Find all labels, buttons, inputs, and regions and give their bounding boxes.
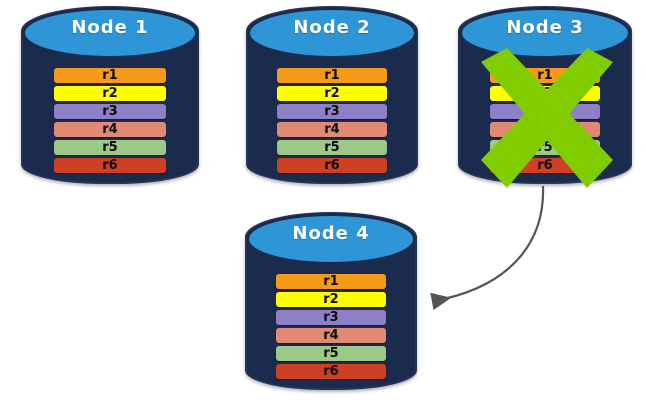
node-4-row-r5[interactable]: r5 — [276, 346, 386, 361]
node-1-row-r5[interactable]: r5 — [54, 140, 166, 155]
node-1-row-r2[interactable]: r2 — [54, 86, 166, 101]
node-4-cylinder[interactable]: Node 4 r1 r2 r3 r4 r5 r6 — [245, 212, 417, 390]
node-3-row-r5[interactable]: r5 — [490, 140, 600, 155]
node-1-row-r6[interactable]: r6 — [54, 158, 166, 173]
node-3-row-r3[interactable]: r3 — [490, 104, 600, 119]
node-2-row-r2[interactable]: r2 — [277, 86, 387, 101]
node-3-rows: r1 r2 r3 r4 r5 r6 — [458, 68, 632, 176]
node-4-row-r3[interactable]: r3 — [276, 310, 386, 325]
node-2-row-r5[interactable]: r5 — [277, 140, 387, 155]
node-2-rows: r1 r2 r3 r4 r5 r6 — [246, 68, 418, 176]
node-4-row-r1[interactable]: r1 — [276, 274, 386, 289]
node-2-row-r4[interactable]: r4 — [277, 122, 387, 137]
node-1-label: Node 1 — [71, 17, 149, 38]
node-1-row-r3[interactable]: r3 — [54, 104, 166, 119]
node-4-rows: r1 r2 r3 r4 r5 r6 — [245, 274, 417, 382]
node-3-row-r1[interactable]: r1 — [490, 68, 600, 83]
node-2-row-r1[interactable]: r1 — [277, 68, 387, 83]
node-3-row-r6[interactable]: r6 — [490, 158, 600, 173]
node-4-row-r6[interactable]: r6 — [276, 364, 386, 379]
node-3-cylinder[interactable]: Node 3 r1 r2 r3 r4 r5 r6 — [458, 6, 632, 184]
node-4-row-r2[interactable]: r2 — [276, 292, 386, 307]
node-2-row-r3[interactable]: r3 — [277, 104, 387, 119]
node-4-lid — [246, 213, 416, 265]
node-3-label: Node 3 — [506, 17, 584, 38]
node-1-cylinder[interactable]: Node 1 r1 r2 r3 r4 r5 r6 — [21, 6, 199, 184]
node-1-row-r4[interactable]: r4 — [54, 122, 166, 137]
node-4-label: Node 4 — [292, 223, 370, 244]
node-3-row-r2[interactable]: r2 — [490, 86, 600, 101]
node-4-row-r4[interactable]: r4 — [276, 328, 386, 343]
node-2-lid — [247, 7, 417, 59]
node-2-cylinder[interactable]: Node 2 r1 r2 r3 r4 r5 r6 — [246, 6, 418, 184]
node-1-rows: r1 r2 r3 r4 r5 r6 — [21, 68, 199, 176]
node-3-row-r4[interactable]: r4 — [490, 122, 600, 137]
node-2-row-r6[interactable]: r6 — [277, 158, 387, 173]
node-1-lid — [22, 7, 198, 59]
node-2-label: Node 2 — [293, 17, 371, 38]
node-1-row-r1[interactable]: r1 — [54, 68, 166, 83]
